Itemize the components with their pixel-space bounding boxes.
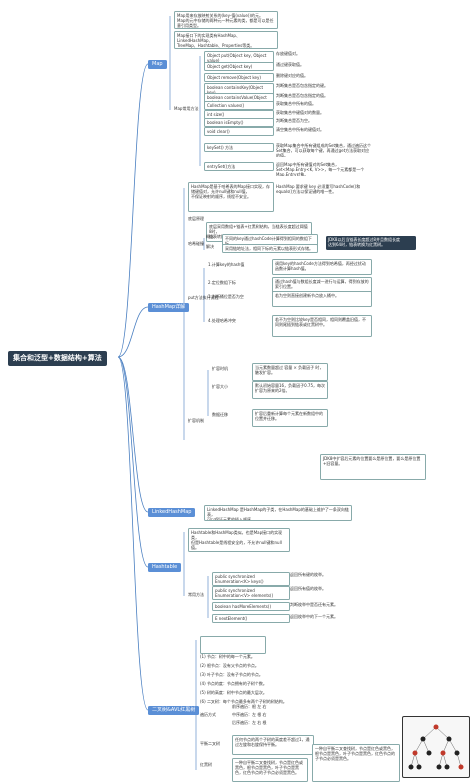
map-method-desc: 判断集合是否包含指定的键。: [276, 83, 328, 88]
tree-definition-line: (6) 二叉树：每个节点最多有两个子树的树结构。: [200, 699, 287, 704]
map-method-sig: boolean isEmpty(): [204, 118, 274, 127]
resize-item-key: 扩容时机: [212, 366, 228, 371]
map-method-sig: Collection values(): [204, 101, 274, 110]
traverse-item: 前序遍历：根 左 右: [232, 704, 267, 709]
put-step-key: 1.计算key的hash值: [208, 262, 245, 267]
put-step-key: 4.处理哈希冲突: [208, 318, 236, 323]
connector-line: [117, 356, 149, 568]
traverse-item: 中序遍历：左 根 右: [232, 712, 267, 717]
map-methods-label: Map常用方法: [174, 106, 199, 111]
ht-method-desc: 判断枚举中是否还有元素。: [290, 602, 338, 607]
hash-collision-note: JDK8以后当链表长度超过8并且数组长度 达到64时，链表转换为红黑树。: [326, 236, 416, 250]
map-impl: Map接口下的实现类有HashMap、LinkedHashMap、 TreeMa…: [174, 31, 278, 49]
map-method-desc: 获取集合中所有的值。: [276, 101, 316, 106]
root-node[interactable]: 集合和泛型+数据结构+算法: [8, 351, 107, 366]
tree-graphic: [408, 724, 464, 770]
map-intro: Map用来存放映射关系的(key-值(value))的元。 Map的元中存储的两…: [174, 11, 278, 29]
linked-text: LinkedHashMap 是HashMap的子类，在HashMap的基础上维护…: [204, 505, 352, 521]
traverse-item: 后序遍历：左 右 根: [232, 720, 267, 725]
avl-text: 任何节点的两个子树的高度差不超过1，通过左旋和右旋保持平衡。: [232, 735, 314, 755]
ht-method-sig: E nextElement(): [212, 614, 290, 623]
map-method-desc: 删除键对应的值。: [276, 73, 308, 78]
connector-line: [117, 306, 149, 358]
tree-definition-line: (1) 节点：树中的每一个元素。: [200, 654, 255, 659]
hash-item-key: 概念: [206, 234, 214, 239]
connector-line: [117, 356, 149, 513]
resize-note: JDK8中扩容后元素的位置要么是原位置，要么是原位置+旧容量。: [320, 454, 426, 480]
resize-item-val: 默认初始容量16，负载因子0.75，每次扩容为原来的2倍。: [252, 381, 328, 399]
rb-text: 一种自平衡二叉查找树，节点是红色或黑色，根节点是黑色，叶子节点是黑色，红色节点的…: [232, 758, 308, 782]
put-flow-label: put方法执行流程: [188, 295, 219, 300]
put-step-val: 调用key的hashCode方法得到哈希值，再经过扰动函数计算hash值。: [272, 259, 372, 275]
branch-hashtable[interactable]: Hashtable: [148, 563, 182, 572]
rb-detail: 一种自平衡二叉查找树，节点是红色或黑色，根节点是黑色，叶子节点是黑色，红色节点的…: [312, 744, 400, 782]
branch-tree[interactable]: 二叉树&AVL红黑树: [148, 706, 200, 715]
put-step-key: 2.定位数组下标: [208, 280, 236, 285]
tree-definition-line: (2) 根节点：没有父节点的节点。: [200, 663, 259, 668]
connector-line: [117, 63, 149, 358]
hash-item-val: 采用链地址法，相同下标的元素以链表形式存储。: [222, 244, 318, 253]
resize-item-val: 当元素数量超过 容量 × 负载因子 时，触发扩容。: [252, 363, 328, 381]
map-method-sig: keySet() 方法: [204, 143, 274, 152]
branch-hashmap[interactable]: HashMap详解: [148, 303, 190, 312]
map-method-sig: void clear(): [204, 127, 274, 136]
map-method-desc: 通过键获取值。: [276, 62, 304, 67]
map-method-sig: Object get(Object key): [204, 62, 274, 71]
put-step-val: 若不为空则比较key是否相同，相同则覆盖旧值，不同则尾插到链表或红黑树中。: [272, 315, 372, 337]
resize-item-key: 扩容大小: [212, 384, 228, 389]
tree-diagram-box: [200, 636, 266, 654]
branch-linkedhashmap[interactable]: LinkedHashMap: [148, 508, 196, 517]
ht-method-desc: 返回枚举中的下一个元素。: [290, 614, 338, 619]
resize-item-key: 数据迁移: [212, 412, 228, 417]
connector-line: [117, 356, 149, 711]
map-method-desc: 判断集合是否包含指定的值。: [276, 93, 328, 98]
rb-label: 红黑树: [200, 762, 212, 767]
principle-label: 底层原理: [188, 216, 204, 221]
map-method-sig: entrySet()方法: [204, 162, 274, 171]
traverse-label: 遍历方式: [200, 712, 216, 717]
map-method-desc: 判断集合是否为空。: [276, 118, 312, 123]
map-method-desc: 获取Map集合中所有键组成的Set集合，通过遍历这个Set集合，可以获取每个键，…: [276, 143, 372, 157]
map-method-desc: 获取集合中键值对的数量。: [276, 110, 324, 115]
branch-map[interactable]: Map: [148, 60, 167, 69]
hash-item-key: 解决: [206, 244, 214, 249]
hashtable-methods-label: 常用方法: [188, 592, 204, 597]
hashmap-intro: HashMap是基于哈希表的Map接口实现，存储键值对，允许null键和null…: [188, 182, 274, 212]
hashmap-intro2: HashMap 要求键 key 必须重写hashCode()和 equals()…: [276, 184, 361, 194]
ht-method-desc: 返回所有键的枚举。: [290, 572, 326, 577]
map-method-desc: 清空集合中所有的键值对。: [276, 127, 324, 132]
tree-definition-line: (5) 树的高度：树中节点的最大层次。: [200, 690, 267, 695]
hash-collision-label: 哈希碰撞: [188, 241, 204, 246]
avl-label: 平衡二叉树: [200, 741, 220, 746]
resize-item-val: 扩容后重新计算每个元素在新数组中的位置并迁移。: [252, 409, 328, 427]
ht-method-sig: public synchronized Enumeration<K> keys(…: [212, 572, 290, 586]
put-step-key: 3.判断桶位是否为空: [208, 294, 244, 299]
map-method-sig: Object remove(Object key): [204, 73, 274, 82]
red-black-tree-diagram: [402, 716, 470, 778]
ht-method-desc: 返回所有值的枚举。: [290, 586, 326, 591]
hashtable-intro: Hashtable和HashMap类似，也是Map接口的实现类， 但是Hasht…: [188, 528, 290, 552]
map-method-desc: 返回Map中所有键值对的Set集合，Set<Map.Entry<K, V>>，每…: [276, 162, 365, 176]
put-step-val: 若为空则直接创建新节点放入桶中。: [272, 291, 372, 307]
ht-method-sig: public synchronized Enumeration<V> eleme…: [212, 586, 290, 600]
tree-definition-line: (4) 节点的度：节点拥有的子树个数。: [200, 681, 267, 686]
tree-definition-line: (3) 叶子节点：没有子节点的节点。: [200, 672, 263, 677]
map-method-desc: 存放键值对。: [276, 51, 300, 56]
resize-label: 扩容机制: [188, 418, 204, 423]
ht-method-sig: boolean hasMoreElements(): [212, 602, 290, 611]
